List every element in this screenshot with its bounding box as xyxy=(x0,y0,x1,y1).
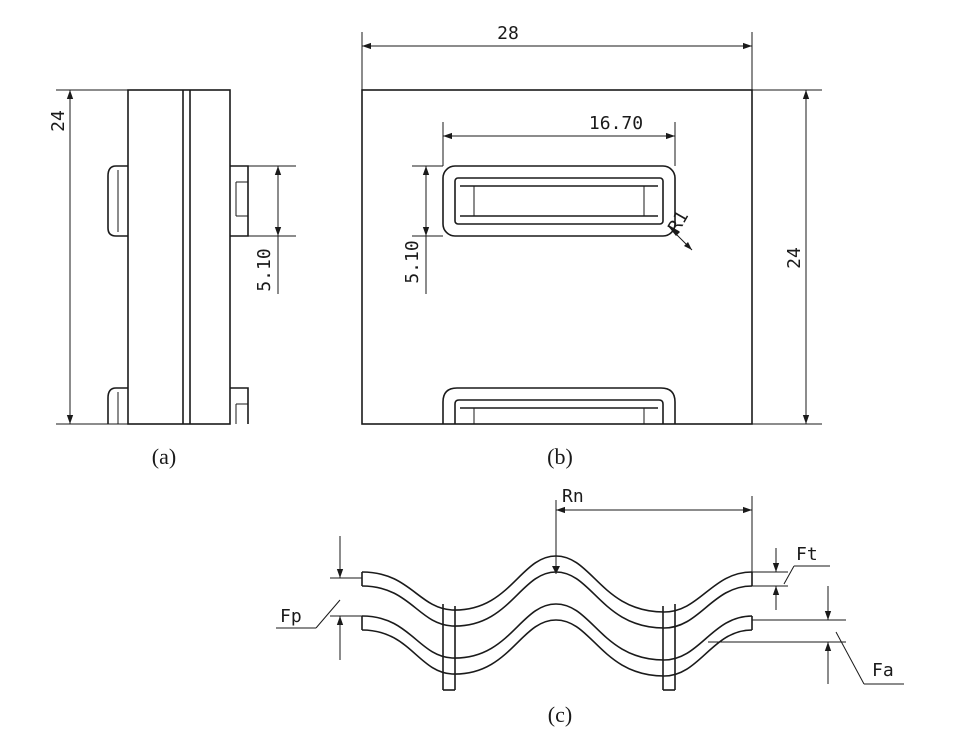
label-fa: Fa xyxy=(872,660,894,681)
dim-label-height-b: 24 xyxy=(784,247,805,269)
side-right-tab-top xyxy=(230,165,249,237)
label-rn: Rn xyxy=(562,486,584,507)
dim-label-slot-width-b: 5.10 xyxy=(402,240,423,283)
side-left-tab-top xyxy=(107,165,128,237)
wave-bottom-lower xyxy=(361,619,753,677)
lower-slot-outer xyxy=(442,387,676,424)
dim-label-slot-length-b: 16.70 xyxy=(589,113,643,134)
caption-c: (c) xyxy=(548,702,572,727)
dim-label-height-a: 24 xyxy=(48,110,69,132)
label-fp: Fp xyxy=(280,606,302,627)
upper-slot-inner xyxy=(454,177,664,225)
dim-label-slot-a: 5.10 xyxy=(254,248,275,291)
caption-b: (b) xyxy=(547,444,573,469)
lower-slot-inner xyxy=(454,399,664,424)
fa-leader xyxy=(835,631,865,685)
dim-label-width-b: 28 xyxy=(497,23,519,44)
view-b-front: 28 24 16.70 5.10 R1 (b) xyxy=(361,23,822,469)
wave-bottom-upper xyxy=(361,603,753,661)
caption-a: (a) xyxy=(152,444,176,469)
side-left-tab-bottom xyxy=(107,387,128,424)
fp-leader xyxy=(315,599,341,629)
side-right-tab-bottom xyxy=(230,387,249,424)
label-ft: Ft xyxy=(796,544,818,565)
side-body-outline xyxy=(127,89,231,425)
upper-slot-outer xyxy=(442,165,676,237)
radius-label: R1 xyxy=(664,207,693,236)
front-body-outline xyxy=(361,89,753,425)
ft-leader xyxy=(783,565,795,585)
view-a-side: 24 5.10 (a) xyxy=(48,89,296,469)
view-c-wave: Rn Ft Fp Fa (c) xyxy=(276,486,904,727)
